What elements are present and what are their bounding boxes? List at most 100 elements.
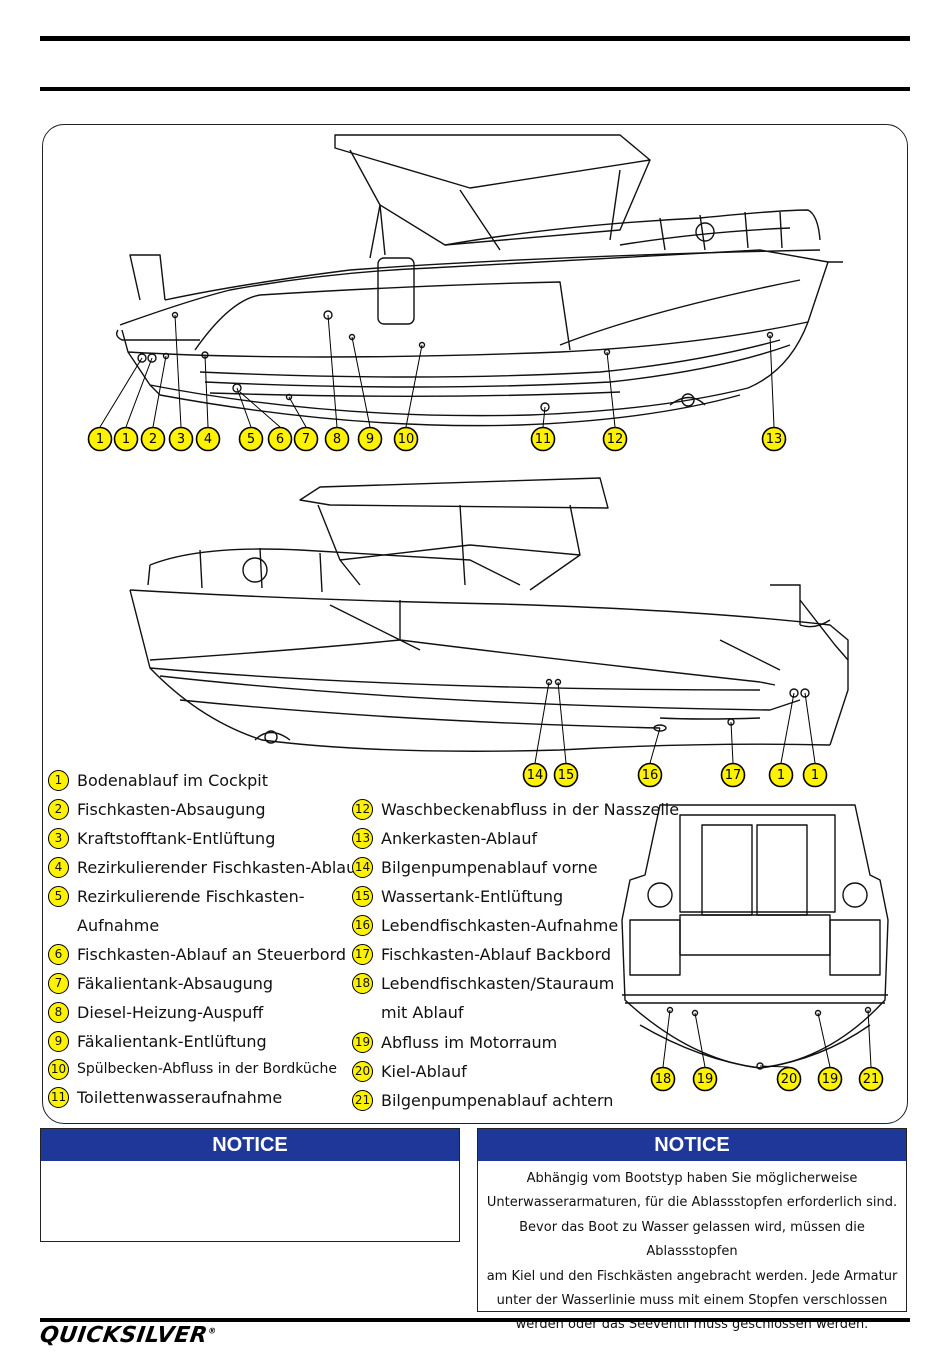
notice-line: Bevor das Boot zu Wasser gelassen wird, … [519,1219,865,1260]
callout-marker: 18 [650,1066,676,1092]
callout-number: 8 [333,432,341,447]
callout-number: 1 [96,432,104,447]
legend-badge: 12 [352,799,373,820]
callout-number: 1 [122,432,130,447]
callout-circle [768,762,794,788]
legend-badge: 16 [352,915,373,936]
callout-number: 9 [366,432,374,447]
callout-circle [293,426,319,452]
notice-line: unter der Wasserlinie muss mit einem Sto… [496,1293,888,1309]
callout-marker: 21 [858,1066,884,1092]
legend-item-13: 13 Ankerkasten-Ablauf [352,824,537,853]
legend-item-5: 5 Rezirkulierende Fischkasten- Aufnahme [48,882,305,940]
legend-item-7: 7 Fäkalientank-Absaugung [48,969,273,998]
legend-label: Fäkalientank-Entlüftung [77,1032,267,1051]
legend-label: Toilettenwasseraufnahme [77,1088,283,1107]
callout-marker: 17 [720,762,746,788]
legend-item-20: 20 Kiel-Ablauf [352,1057,467,1086]
callout-marker: 6 [267,426,293,452]
legend-item-6: 6 Fischkasten-Ablauf an Steuerbord [48,940,346,969]
legend-item-14: 14 Bilgenpumpenablauf vorne [352,853,598,882]
legend-label: Lebendfischkasten/Stauraum [381,974,615,993]
callout-circle [530,426,556,452]
footer-rule [40,1318,910,1322]
callout-marker: 4 [195,426,221,452]
legend-item-16: 16 Lebendfischkasten-Aufnahme [352,911,618,940]
legend-badge: 18 [352,973,373,994]
legend-badge: 17 [352,944,373,965]
legend-badge: 20 [352,1061,373,1082]
legend-badge: 9 [48,1031,69,1052]
callout-circle [720,762,746,788]
notice-line: Abhängig vom Bootstyp haben Sie mögliche… [526,1171,858,1186]
callout-circle [637,762,663,788]
callout-circle [802,762,828,788]
callout-number: 3 [177,432,185,447]
callout-number: 2 [149,432,157,447]
legend-badge: 6 [48,944,69,965]
legend-item-19: 19 Abfluss im Motorraum [352,1028,557,1057]
registered-mark: ® [207,1326,218,1336]
legend-label: Rezirkulierender Fischkasten-Ablauf [77,858,362,877]
legend-item-21: 21 Bilgenpumpenablauf achtern [352,1086,613,1115]
boat-port-view [129,477,849,752]
boat-rear-view [621,804,889,1070]
legend-badge: 8 [48,1002,69,1023]
notice-title: NOTICE [478,1129,906,1161]
callout-marker: 14 [522,762,548,788]
callout-circle [357,426,383,452]
notice-box-left: NOTICE [40,1128,460,1242]
notice-line: Unterwasserarmaturen, für die Ablassstop… [486,1195,898,1211]
callout-circle [650,1066,676,1092]
callout-number: 20 [781,1072,798,1087]
callout-circle [602,426,628,452]
callout-marker: 19 [817,1066,843,1092]
legend-item-10: 10 Spülbecken-Abfluss in der Bordküche [48,1055,337,1084]
callout-number: 13 [766,432,783,447]
callout-marker: 13 [761,426,787,452]
legend-label-continued: mit Ablauf [381,1003,464,1022]
callout-circle [267,426,293,452]
callout-marker: 15 [553,762,579,788]
callout-marker: 3 [168,426,194,452]
callout-circle [817,1066,843,1092]
legend-badge: 7 [48,973,69,994]
callout-circle [140,426,166,452]
callout-marker: 11 [530,426,556,452]
legend-badge: 5 [48,886,69,907]
header-rule-bottom [40,87,910,91]
legend-label: Kraftstofftank-Entlüftung [77,829,276,848]
legend-item-18: 18 Lebendfischkasten/Stauraum mit Ablauf [352,969,614,1027]
legend-label: Bilgenpumpenablauf achtern [381,1091,614,1110]
legend-label: Bilgenpumpenablauf vorne [381,858,598,877]
legend-badge: 1 [48,770,69,791]
callout-number: 5 [247,432,255,447]
legend-badge: 2 [48,799,69,820]
legend-badge: 10 [48,1059,69,1080]
illustration-frame [42,124,908,1124]
header-rule-top [40,36,910,41]
callout-number: 18 [655,1072,672,1087]
callout-marker: 5 [238,426,264,452]
callout-circle [87,426,113,452]
callout-marker: 9 [357,426,383,452]
legend-badge: 21 [352,1090,373,1111]
legend-badge: 13 [352,828,373,849]
legend-badge: 15 [352,886,373,907]
callout-circle [168,426,194,452]
legend-label: Lebendfischkasten-Aufnahme [381,916,619,935]
legend-label: Fischkasten-Ablauf an Steuerbord [77,945,347,964]
callout-number: 12 [607,432,624,447]
callout-circle [553,762,579,788]
callout-circle [776,1066,802,1092]
legend-label: Diesel-Heizung-Auspuff [77,1003,264,1022]
legend-item-12: 12 Waschbeckenabfluss in der Nasszelle [352,795,679,824]
callout-marker: 12 [602,426,628,452]
callout-marker: 7 [293,426,319,452]
boat-starboard-view [115,134,843,427]
quicksilver-logo: QUICKSILVER® [38,1323,217,1348]
notice-body: Abhängig vom Bootstyp haben Sie mögliche… [478,1161,906,1338]
notice-body [41,1161,459,1167]
